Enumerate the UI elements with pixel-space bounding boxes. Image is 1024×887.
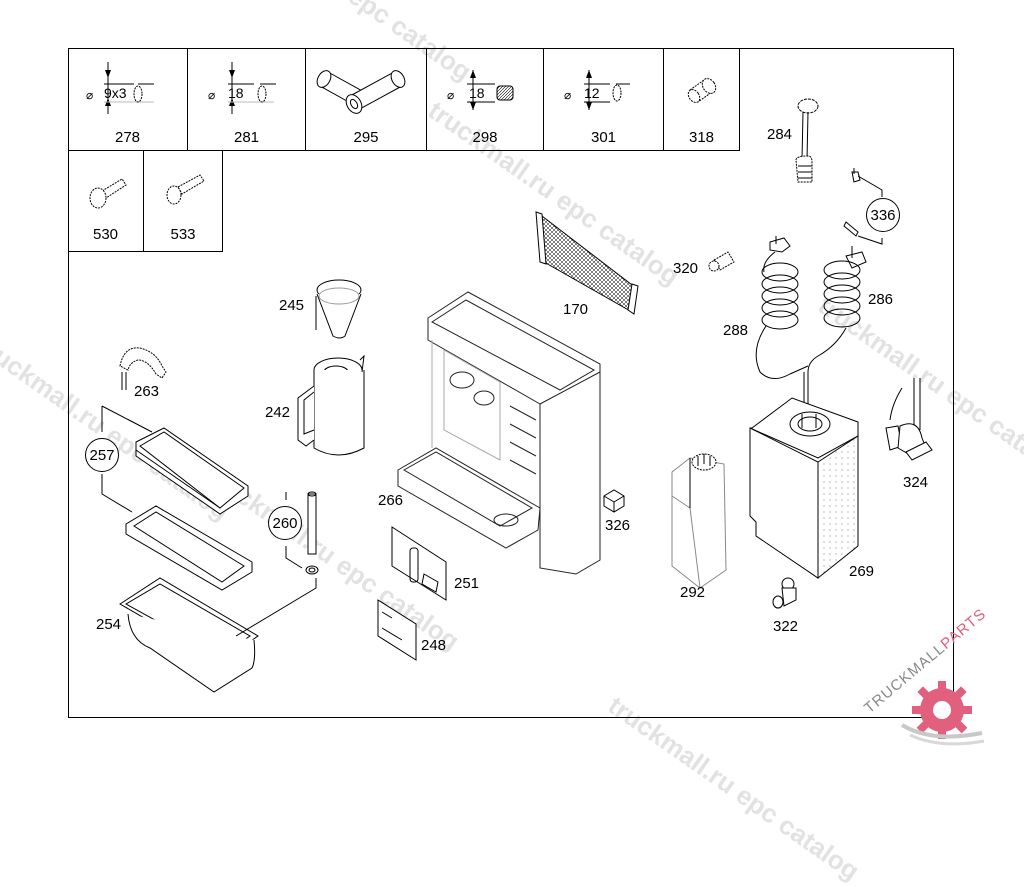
- cartridge-part-292: [671, 453, 727, 589]
- part-label-263[interactable]: 263: [134, 383, 160, 400]
- spring-clip-icon: ⌀: [447, 70, 514, 110]
- callout-336[interactable]: 336: [866, 198, 900, 232]
- dimension-label: 12: [584, 85, 600, 101]
- coil-part-286: [803, 246, 867, 412]
- o-ring-icon: ⌀: [208, 62, 276, 114]
- part-cell-298[interactable]: ⌀ 18 298: [427, 48, 544, 151]
- part-cell-295[interactable]: 295: [306, 48, 427, 151]
- hose-connector-icon: [316, 70, 406, 114]
- part-label-242[interactable]: 242: [265, 404, 291, 421]
- part-label-320[interactable]: 320: [673, 260, 699, 277]
- spout-part-263: [119, 347, 167, 390]
- part-number: 301: [590, 129, 617, 146]
- part-label-266[interactable]: 266: [378, 492, 404, 509]
- lid-part-257: [101, 405, 249, 515]
- svg-text:⌀: ⌀: [208, 88, 215, 102]
- o-ring-icon: ⌀: [564, 70, 630, 110]
- plug-icon: [687, 78, 717, 103]
- exploded-view-drawing: [101, 98, 933, 693]
- svg-text:⌀: ⌀: [86, 88, 93, 102]
- flange-screw-icon: [89, 178, 127, 209]
- part-number: 281: [233, 129, 260, 146]
- part-number: 298: [472, 129, 498, 146]
- coil-part-288: [755, 236, 809, 379]
- diagram-frame: [68, 48, 954, 718]
- part-label-251[interactable]: 251: [454, 575, 480, 592]
- relay-part-326: [603, 489, 625, 513]
- screw-icon: [166, 174, 205, 205]
- callout-257[interactable]: 257: [85, 438, 119, 472]
- truckmallparts-logo: [900, 681, 985, 746]
- part-label-292[interactable]: 292: [680, 584, 706, 601]
- part-label-269[interactable]: 269: [849, 563, 875, 580]
- callout-260[interactable]: 260: [268, 506, 302, 540]
- part-cell-318[interactable]: 318: [664, 48, 740, 151]
- o-ring-icon: ⌀: [86, 62, 154, 114]
- circuit-board-part-251: [391, 526, 447, 601]
- part-label-286[interactable]: 286: [868, 291, 894, 308]
- clip-part-324: [885, 378, 933, 461]
- part-number: 533: [170, 226, 196, 243]
- jug-part-242: [297, 354, 365, 456]
- dimension-label: 18: [228, 85, 244, 101]
- tray-part-254: [119, 577, 259, 693]
- plug-part-320: [708, 251, 735, 272]
- elbow-part-322: [772, 577, 797, 609]
- part-label-245[interactable]: 245: [279, 297, 305, 314]
- filter-mesh-part-170: [535, 211, 639, 315]
- dimension-label: 9x3: [104, 85, 127, 101]
- part-cell-278[interactable]: ⌀ 9x3 278: [68, 48, 188, 151]
- svg-text:⌀: ⌀: [564, 88, 571, 102]
- tank-part-269: [749, 397, 859, 580]
- gasket-part-257: [125, 505, 253, 591]
- part-number: 530: [92, 226, 119, 243]
- part-label-170[interactable]: 170: [563, 301, 589, 318]
- part-number: 318: [688, 129, 715, 146]
- part-label-284[interactable]: 284: [767, 126, 793, 143]
- float-part-284: [795, 98, 819, 183]
- svg-text:⌀: ⌀: [447, 88, 454, 102]
- label-plate-part-248: [377, 599, 417, 661]
- part-cell-301[interactable]: ⌀ 12 301: [544, 48, 664, 151]
- part-label-322[interactable]: 322: [773, 618, 799, 635]
- funnel-part-245: [315, 279, 362, 339]
- sensor-part-336: [843, 168, 883, 245]
- housing-part-266: [397, 291, 601, 575]
- part-cell-281[interactable]: ⌀ 18 281: [188, 48, 306, 151]
- part-label-254[interactable]: 254: [96, 616, 122, 633]
- gear-icon: [912, 681, 972, 739]
- dimension-label: 18: [469, 85, 485, 101]
- tube-part-260: [235, 491, 319, 637]
- part-number: 278: [114, 129, 141, 146]
- part-label-288[interactable]: 288: [723, 322, 749, 339]
- part-number: 295: [353, 129, 379, 146]
- part-label-248[interactable]: 248: [421, 637, 447, 654]
- part-label-326[interactable]: 326: [605, 517, 631, 534]
- part-label-324[interactable]: 324: [903, 474, 929, 491]
- part-cell-530[interactable]: 530: [68, 151, 144, 252]
- part-cell-533[interactable]: 533: [144, 151, 223, 252]
